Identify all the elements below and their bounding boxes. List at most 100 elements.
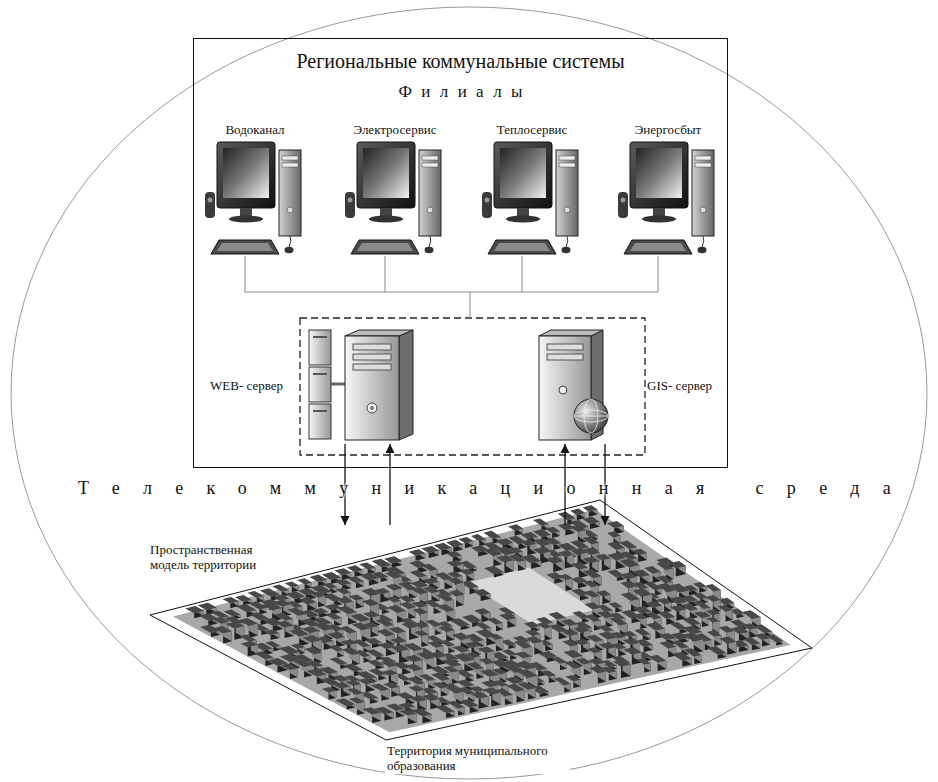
building-roof [693,593,707,599]
building-roof [409,549,425,556]
building-roof [561,619,578,626]
building-roof [505,677,524,684]
building [489,634,504,652]
frame-subtitle: Филиалы [389,82,532,102]
building-roof [707,630,722,637]
building [385,571,402,590]
building-roof [478,647,495,654]
building-roof [347,688,364,695]
building-roof [570,548,588,555]
lan-wire [658,256,659,292]
building-roof [533,547,550,554]
building [254,651,273,666]
building-roof [609,602,623,608]
building-roof [583,505,598,512]
territory-model: Пространственная модель территорииТеррит… [140,525,820,777]
lan-bus [245,256,658,318]
building-roof [387,605,406,613]
building-roof [487,618,503,625]
building-roof [607,521,624,528]
building-roof [595,554,611,561]
building-roof [484,548,502,556]
building-roof [324,604,341,610]
building [414,631,428,648]
building-roof [276,621,294,628]
building-roof [484,566,503,575]
building-roof [322,687,337,692]
building-roof [371,684,389,691]
building-roof [539,651,557,658]
building-roof [634,614,647,620]
building-roof [452,633,471,641]
building-roof [453,645,470,652]
building [648,655,666,671]
building-roof [249,612,268,620]
building [620,559,640,579]
building [473,589,491,601]
building-roof [334,683,351,689]
building-roof [583,570,601,579]
branch-workstation: Водоканал [205,120,305,272]
building [599,643,616,660]
web-server-icon [307,328,417,443]
building-roof [273,595,289,601]
building-roof [572,611,589,619]
building-roof [446,551,461,557]
workstation-icon [205,142,301,254]
building-roof [623,638,640,645]
environment-ellipse [11,7,927,779]
building-roof [410,696,427,702]
building [400,709,417,724]
building-roof [646,612,662,619]
building-roof [583,580,598,587]
server-group-box [300,318,645,455]
building-roof [289,629,309,637]
building [571,589,588,601]
building-roof [719,637,736,644]
building-roof [334,568,351,575]
building-roof [414,631,428,637]
text-slot: GIS- сервер [647,376,723,394]
building-roof [401,622,419,629]
lan-wire [245,256,246,292]
building-roof [435,705,455,713]
building-roof [358,678,375,685]
building [200,625,220,637]
building-roof [411,587,428,594]
building-roof [659,633,676,640]
building [330,657,348,669]
building-roof [644,566,660,574]
building-roof [450,618,470,627]
building-roof [462,615,482,624]
lan-wire [245,292,658,293]
web-server: WEB- сервер [207,328,419,444]
building-roof [479,658,494,664]
territory-label: Территория муниципального образования [385,744,570,774]
building-roof [406,664,423,671]
building-roof [559,574,573,580]
building [718,605,733,622]
building-roof [328,645,344,652]
building-roof [456,680,474,687]
building-roof [551,657,566,664]
building-roof [330,657,348,665]
building-roof [508,524,523,530]
building-roof [489,634,504,640]
building-roof [226,621,245,628]
building-roof [297,578,312,584]
gis-server: GIS- сервер [528,328,725,444]
building-roof [436,594,454,602]
building-roof [683,632,703,641]
building-roof [419,674,435,681]
building [589,666,606,683]
building-roof [633,606,651,614]
building-roof [570,509,585,516]
building [435,705,455,718]
building [297,578,312,589]
building-roof [598,625,614,632]
building [214,626,232,643]
building-roof [670,605,686,612]
building-roof [621,592,640,601]
building-roof [517,669,538,678]
